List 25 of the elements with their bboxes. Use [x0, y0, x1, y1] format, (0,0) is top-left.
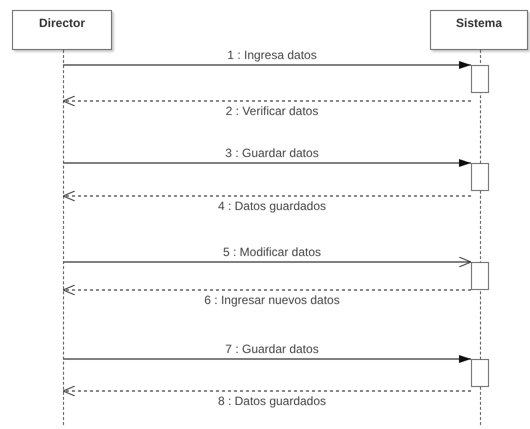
lifeline [63, 50, 64, 425]
activation-bar [471, 163, 489, 191]
return-message-arrow [62, 96, 471, 106]
edge-label: 7 : Guardar datos [225, 342, 319, 356]
message-arrow [63, 159, 471, 167]
return-message-arrow [62, 190, 471, 202]
edge-label: 3 : Guardar datos [225, 146, 319, 160]
edge-label: 2 : Verificar datos [226, 104, 318, 118]
participant-box [12, 10, 112, 50]
activation-bar [471, 262, 489, 290]
edge-label: 5 : Modificar datos [222, 245, 322, 259]
message-arrow [63, 256, 472, 268]
return-message-arrow [62, 386, 471, 396]
participant-name: Director [38, 16, 86, 30]
message-arrow [63, 355, 471, 363]
activation-bar [471, 65, 489, 93]
edge-label: 4 : Datos guardados [218, 199, 326, 213]
return-message-arrow [62, 284, 471, 296]
edge-label: 6 : Ingresar nuevos datos [204, 293, 340, 307]
participant-name: Sistema [454, 16, 504, 30]
message-arrow [63, 61, 471, 69]
edge-label: 1 : Ingresa datos [227, 48, 317, 62]
edge-label: 8 : Datos guardados [218, 394, 326, 408]
participant-box [430, 10, 528, 50]
activation-bar [471, 359, 489, 387]
